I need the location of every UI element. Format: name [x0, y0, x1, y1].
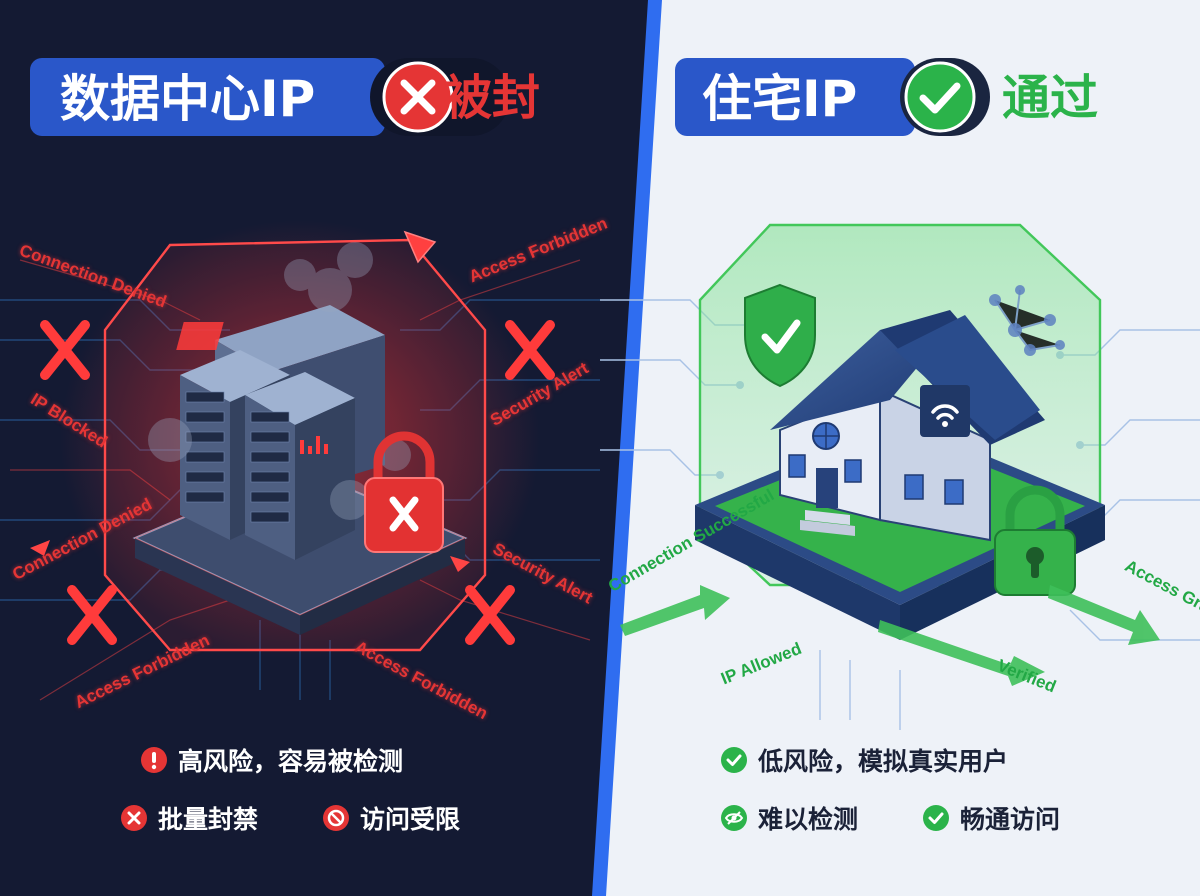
left-feature-batch-ban: 批量封禁 — [120, 800, 258, 836]
shield-check-icon — [744, 283, 816, 388]
x-circle-icon — [384, 63, 452, 131]
ban-icon — [323, 805, 349, 831]
left-title-pill — [30, 58, 510, 136]
right-feature-hard-detect: 难以检测 — [720, 800, 858, 836]
check-icon — [923, 805, 949, 831]
left-feature-label: 批量封禁 — [158, 805, 259, 834]
eye-off-icon — [721, 805, 747, 831]
right-title-pill — [675, 58, 990, 136]
exclamation-icon — [141, 747, 167, 773]
left-feature-restricted: 访问受限 — [322, 800, 460, 836]
left-feature-high-risk: 高风险，容易被检测 — [140, 742, 403, 778]
left-title: 数据中心IP — [60, 70, 316, 128]
check-icon — [721, 747, 747, 773]
left-feature-label: 访问受限 — [360, 805, 461, 834]
right-feature-low-risk: 低风险，模拟真实用户 — [720, 742, 1008, 778]
right-feature-label: 难以检测 — [758, 805, 859, 834]
right-feature-label: 畅通访问 — [960, 805, 1061, 834]
check-circle-icon — [906, 63, 974, 131]
right-title: 住宅IP — [702, 70, 858, 128]
left-feature-label: 高风险，容易被检测 — [178, 747, 404, 776]
right-feature-label: 低风险，模拟真实用户 — [758, 747, 1009, 776]
x-icon — [121, 805, 147, 831]
right-verdict: 通过 — [1002, 70, 1099, 126]
right-feature-smooth-access: 畅通访问 — [922, 800, 1060, 836]
left-verdict: 被封 — [444, 70, 541, 126]
